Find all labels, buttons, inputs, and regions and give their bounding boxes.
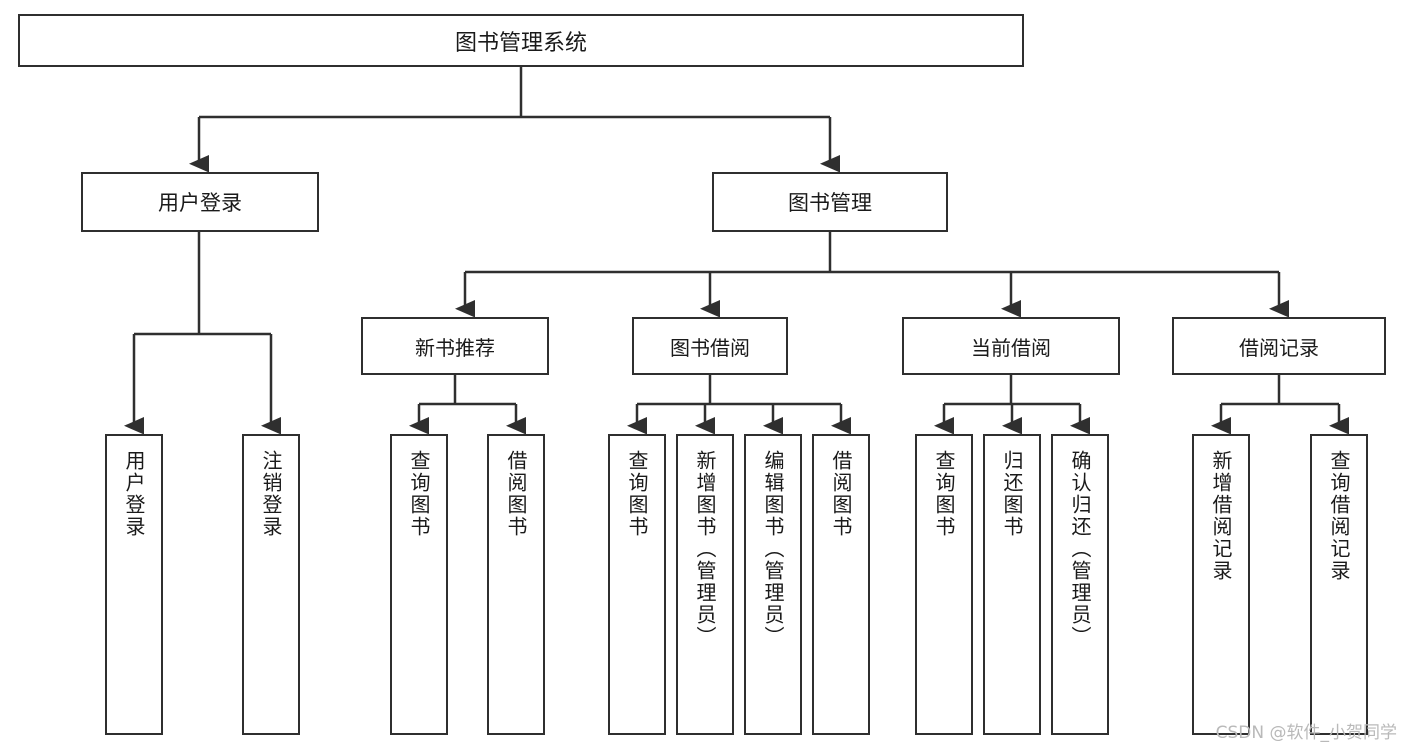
node-user-login[interactable]: 用户登录	[81, 172, 319, 232]
leaf-borrow-book-recommend-label: 借阅图书	[504, 450, 528, 538]
node-new-book-recommend-label: 新书推荐	[415, 335, 495, 360]
node-user-login-label: 用户登录	[158, 191, 242, 215]
leaf-borrow-book[interactable]: 借阅图书	[812, 434, 870, 735]
leaf-edit-book-admin-label: 编辑图书（管理员）	[761, 450, 785, 648]
csdn-watermark: CSDN @软件_小贺同学	[1215, 723, 1397, 743]
leaf-query-borrow-record[interactable]: 查询借阅记录	[1310, 434, 1368, 735]
leaf-add-book-admin-label: 新增图书（管理员）	[693, 450, 717, 648]
leaf-query-book-borrow-label: 查询图书	[625, 450, 649, 538]
node-new-book-recommend[interactable]: 新书推荐	[361, 317, 549, 375]
leaf-return-book-label: 归还图书	[1000, 450, 1024, 538]
leaf-user-logout[interactable]: 注销登录	[242, 434, 300, 735]
node-current-borrow-label: 当前借阅	[971, 335, 1051, 360]
leaf-query-book-borrow[interactable]: 查询图书	[608, 434, 666, 735]
leaf-query-borrow-record-label: 查询借阅记录	[1327, 450, 1351, 582]
leaf-confirm-return-admin[interactable]: 确认归还（管理员）	[1051, 434, 1109, 735]
leaf-borrow-book-recommend[interactable]: 借阅图书	[487, 434, 545, 735]
leaf-add-borrow-record-label: 新增借阅记录	[1209, 450, 1233, 582]
node-book-borrow-label: 图书借阅	[670, 335, 750, 360]
leaf-borrow-book-label: 借阅图书	[829, 450, 853, 538]
leaf-edit-book-admin[interactable]: 编辑图书（管理员）	[744, 434, 802, 735]
leaf-query-book-current-label: 查询图书	[932, 450, 956, 538]
leaf-add-borrow-record[interactable]: 新增借阅记录	[1192, 434, 1250, 735]
leaf-user-logout-label: 注销登录	[259, 450, 283, 538]
leaf-user-login-label: 用户登录	[122, 450, 146, 538]
leaf-return-book[interactable]: 归还图书	[983, 434, 1041, 735]
node-book-borrow[interactable]: 图书借阅	[632, 317, 788, 375]
node-root[interactable]: 图书管理系统	[18, 14, 1024, 67]
leaf-query-book-recommend[interactable]: 查询图书	[390, 434, 448, 735]
leaf-add-book-admin[interactable]: 新增图书（管理员）	[676, 434, 734, 735]
node-book-management[interactable]: 图书管理	[712, 172, 948, 232]
node-book-management-label: 图书管理	[788, 191, 872, 215]
leaf-query-book-recommend-label: 查询图书	[407, 450, 431, 538]
leaf-user-login[interactable]: 用户登录	[105, 434, 163, 735]
node-root-label: 图书管理系统	[454, 30, 587, 56]
node-current-borrow[interactable]: 当前借阅	[902, 317, 1120, 375]
leaf-confirm-return-admin-label: 确认归还（管理员）	[1068, 450, 1092, 648]
node-borrow-record[interactable]: 借阅记录	[1172, 317, 1386, 375]
node-borrow-record-label: 借阅记录	[1239, 335, 1319, 360]
leaf-query-book-current[interactable]: 查询图书	[915, 434, 973, 735]
